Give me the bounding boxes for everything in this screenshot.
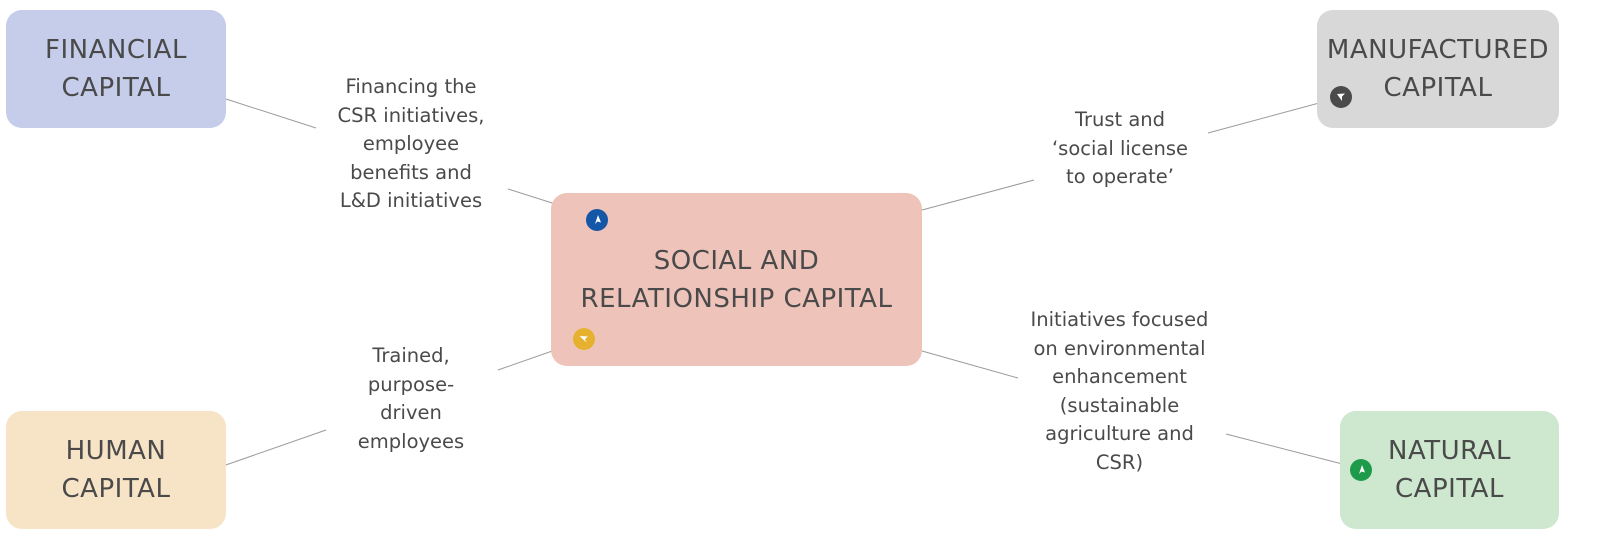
flow-label-line: Trained, bbox=[372, 344, 450, 367]
arrow-badge-icon bbox=[1330, 86, 1352, 108]
flow-label-line: to operate’ bbox=[1066, 165, 1174, 188]
flow-label-line: Financing the bbox=[345, 75, 477, 98]
connector-financial-to-label bbox=[225, 98, 317, 129]
flow-label-line: agriculture and bbox=[1045, 422, 1194, 445]
node-manufactured-capital: MANUFACTURED CAPITAL bbox=[1317, 10, 1559, 128]
flow-label-line: L&D initiatives bbox=[339, 189, 483, 212]
flow-label-line: employees bbox=[357, 429, 465, 453]
arrow-glyph-icon bbox=[595, 215, 601, 224]
flow-label-line: benefits and bbox=[350, 160, 472, 184]
flow-label-line: ‘social license bbox=[1051, 136, 1189, 160]
flow-label-line: CSR) bbox=[1095, 450, 1144, 474]
node-title-line: CAPITAL bbox=[61, 73, 171, 103]
node-title-line: HUMAN bbox=[65, 436, 167, 466]
node-title-line: RELATIONSHIP CAPITAL bbox=[580, 283, 893, 314]
connector-social-to-label-manufactured bbox=[921, 179, 1035, 211]
flow-label-line: Trust and bbox=[1074, 108, 1166, 131]
node-title-line: CAPITAL bbox=[1383, 73, 1493, 103]
flow-label-line: (sustainable bbox=[1059, 393, 1180, 417]
node-title-line: NATURAL bbox=[1388, 436, 1511, 466]
node-title-line: FINANCIAL bbox=[45, 35, 187, 65]
connector-label-to-manufactured bbox=[1207, 98, 1335, 134]
flow-label-line: CSR initiatives, bbox=[337, 103, 485, 127]
connector-social-to-label-natural bbox=[921, 350, 1019, 379]
flow-label-line: enhancement bbox=[1052, 365, 1187, 388]
flow-label-human: Trained, purpose- driven employees bbox=[326, 342, 496, 456]
node-title-line: SOCIAL AND bbox=[653, 245, 820, 276]
flow-label-line: employee bbox=[362, 132, 460, 155]
flow-label-manufactured: Trust and ‘social license to operate’ bbox=[1034, 106, 1206, 192]
flow-label-line: driven bbox=[380, 401, 442, 424]
arrow-glyph-icon bbox=[1359, 465, 1365, 474]
flow-label-line: Initiatives focused bbox=[1030, 308, 1209, 331]
flow-label-line: purpose- bbox=[367, 372, 455, 396]
node-title-line: MANUFACTURED bbox=[1326, 35, 1550, 65]
flow-label-financial: Financing the CSR initiatives, employee … bbox=[316, 73, 506, 216]
arrow-badge-icon bbox=[586, 209, 608, 231]
node-human-capital: HUMAN CAPITAL bbox=[6, 411, 226, 529]
node-title-line: CAPITAL bbox=[1395, 474, 1504, 504]
arrow-badge-icon bbox=[573, 328, 595, 350]
arrow-badge-icon bbox=[1350, 459, 1372, 481]
arrow-glyph-icon bbox=[1337, 93, 1345, 101]
node-natural-capital: NATURAL CAPITAL bbox=[1340, 411, 1559, 529]
node-title-line: CAPITAL bbox=[61, 474, 171, 504]
flow-label-line: on environmental bbox=[1033, 336, 1206, 360]
node-financial-capital: FINANCIAL CAPITAL bbox=[6, 10, 226, 128]
connector-label-to-natural bbox=[1225, 433, 1355, 468]
node-social-relationship-capital: SOCIAL AND RELATIONSHIP CAPITAL bbox=[551, 193, 922, 366]
connector-human-to-label bbox=[219, 429, 327, 468]
arrow-glyph-icon bbox=[579, 336, 588, 343]
flow-label-natural: Initiatives focused on environmental enh… bbox=[1012, 306, 1227, 477]
